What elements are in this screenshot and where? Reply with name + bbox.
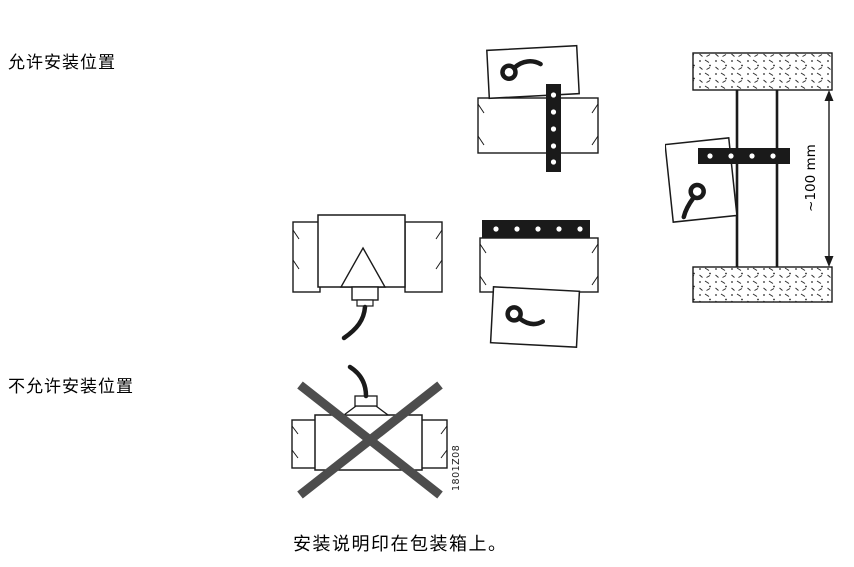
duct-break-marks [477,103,599,146]
packaging-note: 安装说明印在包装箱上。 [293,534,508,554]
cross-out-icon [297,381,443,499]
mounting-flange [698,148,790,164]
actuator-body [489,285,581,349]
figure-permitted-wall-mount: ~100 mm [665,52,834,303]
duct [477,97,599,154]
figure-permitted-top-mount [477,44,599,172]
dimension-label: ~100 mm [803,144,819,212]
figure-code: 1801Z08 [451,444,462,491]
duct [479,237,599,293]
permitted-positions-label: 允许安装位置 [8,53,116,72]
mounting-flange [546,84,561,172]
actuator-body [314,364,423,471]
duct [291,419,448,469]
cable [341,304,368,341]
flange-holes [493,226,583,232]
floor-slab [692,266,833,303]
actuator-body [317,214,406,341]
flange-holes [707,153,776,159]
not-permitted-positions-label: 不允许安装位置 [8,377,134,396]
valve-cone [342,405,390,416]
duct-break-marks [479,243,599,286]
dimension: ~100 mm [803,90,834,267]
flange-holes [550,92,557,165]
cable [347,364,369,399]
stem [351,286,379,301]
figure-not-permitted-mount [291,364,448,499]
cable [681,182,706,220]
actuator-body [486,44,580,100]
arrow-up-icon [824,90,834,101]
duct-lines [735,90,779,267]
mounting-flange [482,220,590,238]
ceiling-slab [692,52,833,91]
duct-break-marks [292,229,443,270]
arrow-down-icon [824,256,834,267]
cable [500,59,543,82]
cable [505,305,546,327]
figure-permitted-side-mount [292,214,443,341]
duct-break-marks [291,425,448,459]
figure-permitted-bottom-mount [479,220,599,349]
